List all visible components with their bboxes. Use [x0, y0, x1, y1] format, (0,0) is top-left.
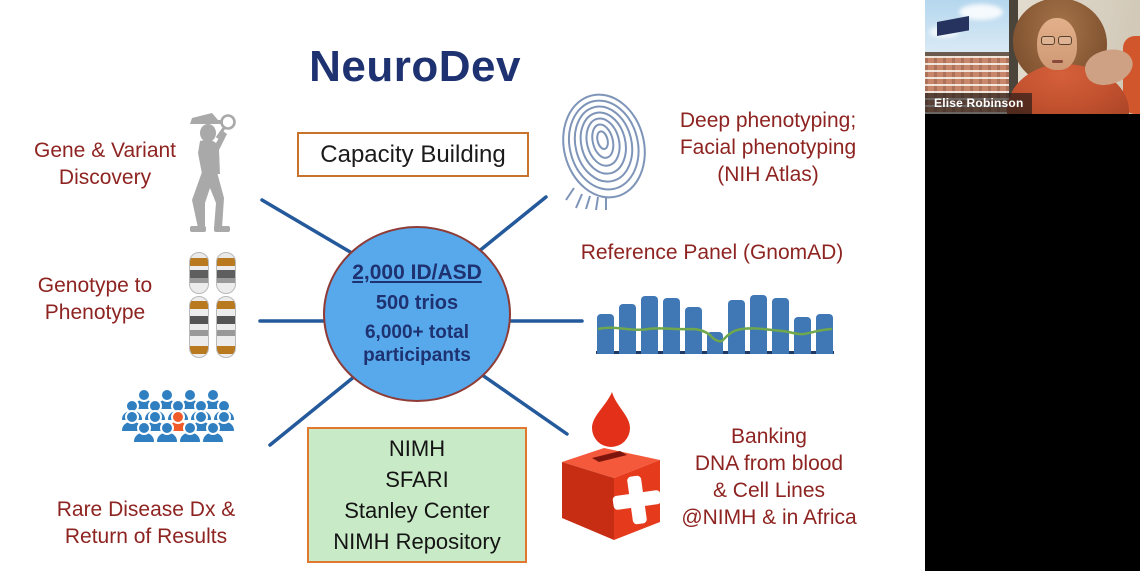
glasses [1041, 36, 1074, 46]
center-circle: 2,000 ID/ASD 500 trios 6,000+ total part… [323, 226, 511, 402]
genotype-phenotype-label: Genotype to Phenotype [37, 274, 153, 324]
capacity-building-box: Capacity Building [297, 132, 529, 177]
banking-label: Banking DNA from blood & Cell Lines @NIM… [681, 425, 857, 529]
coverage-bar [816, 314, 833, 354]
coverage-bar [794, 316, 812, 354]
circle-headline: 2,000 ID/ASD [352, 260, 482, 284]
chromosome-icon [216, 252, 236, 358]
shared-slide: NeuroDev Capacity Building 2,000 ID/ASD … [33, 42, 857, 563]
presenter-mouth [1052, 60, 1063, 63]
slide-title: NeuroDev [309, 42, 521, 91]
partners-list: NIMH SFARI Stanley Center NIMH Repositor… [333, 435, 501, 555]
coverage-plot-icon [596, 290, 834, 354]
video-sidebar: Elise Robinson [925, 0, 1140, 571]
person-icon [200, 421, 225, 444]
fingerprint-head-icon [562, 93, 646, 211]
rare-disease-label: Rare Disease Dx & Return of Results [56, 498, 236, 548]
coverage-trend-line [597, 326, 833, 343]
coverage-bar [750, 295, 768, 354]
circle-participants: 6,000+ total participants [363, 321, 471, 366]
coverage-bar [640, 296, 658, 354]
gene-variant-label: Gene & Variant Discovery [33, 139, 177, 189]
coverage-bar [597, 314, 614, 354]
cloud [959, 4, 1003, 20]
flag [937, 16, 969, 36]
person-icon [154, 421, 179, 444]
coverage-bar [772, 297, 790, 354]
deep-phenotyping-label: Deep phenotyping; Facial phenotyping (NI… [679, 109, 857, 186]
window-frame [1009, 0, 1018, 114]
participant-name-label: Elise Robinson [925, 93, 1033, 114]
chromosome-icon [189, 252, 209, 358]
coverage-bar [684, 306, 702, 354]
partners-box: NIMH SFARI Stanley Center NIMH Repositor… [307, 427, 527, 563]
webcam-video-tile[interactable]: Elise Robinson [925, 0, 1140, 114]
crowd-highlight-icon [120, 388, 236, 444]
person-icon [177, 421, 202, 444]
coverage-bar [662, 297, 680, 354]
reference-panel-label: Reference Panel (GnomAD) [580, 241, 844, 264]
window-rail [925, 52, 1009, 56]
blood-donation-box-icon [562, 392, 662, 540]
detective-magnifier-icon [190, 113, 236, 232]
chromosome-pair-icon [189, 252, 236, 358]
circle-trios: 500 trios [375, 291, 459, 314]
person-icon [131, 421, 156, 444]
coverage-bar [728, 300, 746, 354]
capacity-building-label: Capacity Building [320, 140, 506, 168]
